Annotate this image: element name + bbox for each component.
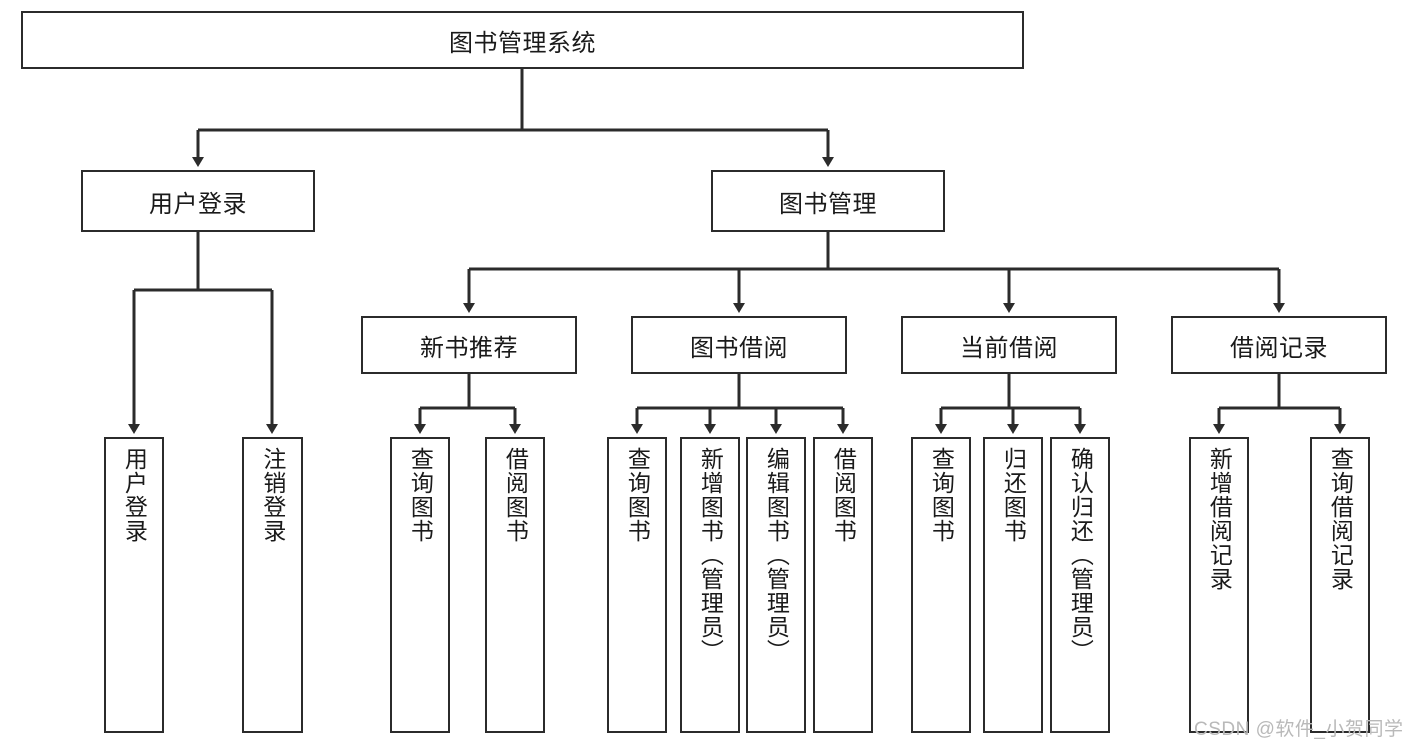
node-user-login-label: 用户登录 [149,190,247,218]
node-leaf-user-login-label: 用户登录 [121,447,148,543]
node-leaf-query-borrow-record-label: 查询借阅记录 [1327,447,1354,591]
node-leaf-add-borrow-record[interactable]: 新增借阅记录 [1189,437,1249,733]
node-leaf-query-book-current-label: 查询图书 [928,447,955,543]
node-book-borrow-label: 图书借阅 [690,334,788,362]
node-book-borrow[interactable]: 图书借阅 [631,316,847,374]
node-leaf-user-logout-label: 注销登录 [259,447,286,543]
csdn-watermark: CSDN @软件_小贺同学 [1194,719,1404,740]
node-leaf-query-book-new[interactable]: 查询图书 [390,437,450,733]
node-new-book-recommend-label: 新书推荐 [420,334,518,362]
node-user-login[interactable]: 用户登录 [81,170,315,232]
node-leaf-query-borrow-record[interactable]: 查询借阅记录 [1310,437,1370,733]
node-leaf-return-book[interactable]: 归还图书 [983,437,1043,733]
node-root[interactable]: 图书管理系统 [21,11,1024,69]
node-leaf-edit-book[interactable]: 编辑图书（管理员） [746,437,806,733]
node-leaf-add-book[interactable]: 新增图书（管理员） [680,437,740,733]
node-current-borrow[interactable]: 当前借阅 [901,316,1117,374]
node-leaf-user-login[interactable]: 用户登录 [104,437,164,733]
node-leaf-edit-book-label: 编辑图书（管理员） [763,447,790,663]
node-leaf-borrow-book-label: 借阅图书 [830,447,857,543]
node-root-label: 图书管理系统 [449,29,596,57]
node-leaf-add-book-label: 新增图书（管理员） [697,447,724,663]
node-leaf-query-book-new-label: 查询图书 [407,447,434,543]
node-leaf-add-borrow-record-label: 新增借阅记录 [1206,447,1233,591]
node-leaf-confirm-return[interactable]: 确认归还（管理员） [1050,437,1110,733]
node-leaf-borrow-book[interactable]: 借阅图书 [813,437,873,733]
node-leaf-confirm-return-label: 确认归还（管理员） [1067,447,1094,663]
node-book-management-label: 图书管理 [779,190,877,218]
node-leaf-query-book-current[interactable]: 查询图书 [911,437,971,733]
node-leaf-borrow-book-new[interactable]: 借阅图书 [485,437,545,733]
node-leaf-user-logout[interactable]: 注销登录 [242,437,303,733]
node-book-management[interactable]: 图书管理 [711,170,945,232]
node-borrow-records-label: 借阅记录 [1230,334,1328,362]
node-leaf-borrow-book-new-label: 借阅图书 [502,447,529,543]
node-leaf-query-book-label: 查询图书 [624,447,651,543]
node-new-book-recommend[interactable]: 新书推荐 [361,316,577,374]
node-borrow-records[interactable]: 借阅记录 [1171,316,1387,374]
node-leaf-return-book-label: 归还图书 [1000,447,1027,543]
node-leaf-query-book[interactable]: 查询图书 [607,437,667,733]
node-current-borrow-label: 当前借阅 [960,334,1058,362]
